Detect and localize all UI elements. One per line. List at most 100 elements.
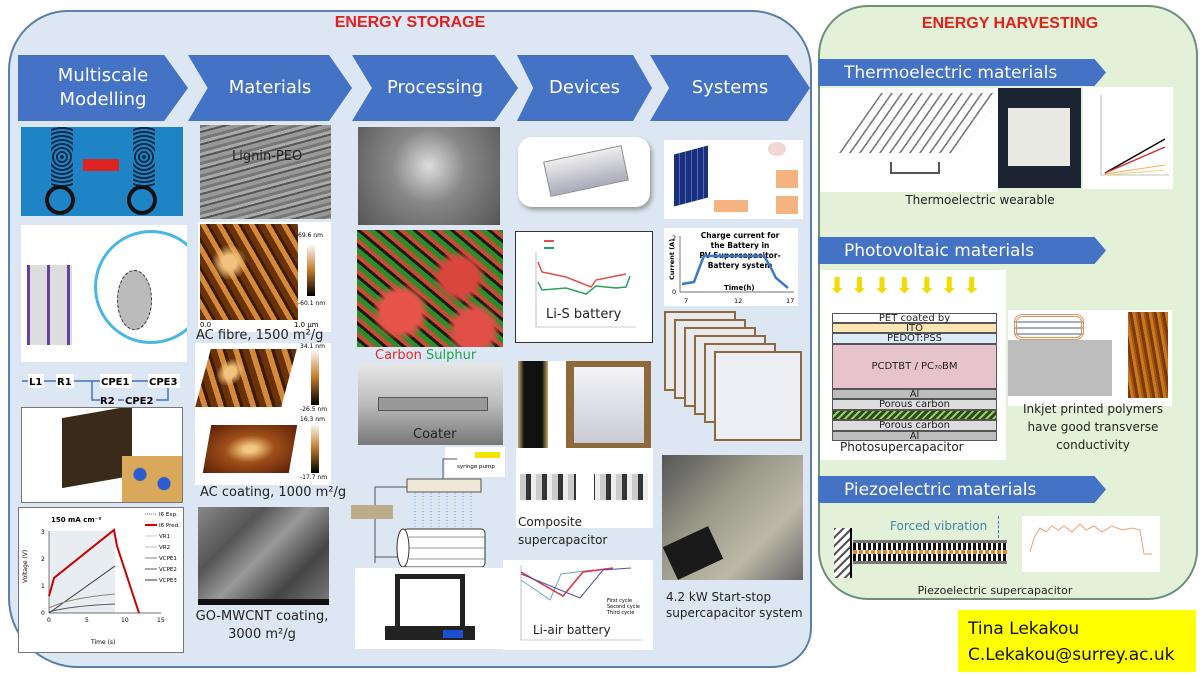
charge-current-chart: Charge current for the Battery in PV-Sup…	[664, 228, 798, 306]
3d-printer-photo	[355, 568, 503, 649]
composite-supercapacitor-diagram	[516, 448, 653, 528]
layer-porous-carbon-bottom: Porous carbon	[832, 420, 997, 431]
scale-top: 34.1 nm	[300, 343, 325, 350]
electrospinning-diagram: syringe pump	[351, 447, 505, 567]
go-mwcnt-caption-line2: 3000 m²/g	[228, 627, 296, 642]
go-mwcnt-sem-image	[198, 507, 329, 605]
layer-pet: PET coated by	[832, 313, 997, 324]
piezoelectric-caption: Piezoelectric supercapacitor	[917, 584, 1073, 597]
lignin-peo-sem-image: Lignin-PEO	[200, 125, 331, 219]
piezo-voltage-chart	[1022, 516, 1160, 572]
go-mwcnt-caption-line1: GO-MWCNT coating,	[195, 609, 329, 624]
li-air-battery-chart: First cycle Second cycle Third cycle Li-…	[503, 560, 653, 650]
layer-ito: ITO	[832, 323, 997, 334]
x-tick: 10	[121, 617, 129, 624]
energy-storage-title: ENERGY STORAGE	[334, 14, 486, 31]
legend-item: Third cycle	[606, 610, 634, 616]
inkjet-caption-line2: have good transverse	[1027, 420, 1159, 434]
li-air-caption: Li-air battery	[533, 623, 611, 637]
chart-legend: I6 Exp. I6 Pred. VR1 VR2 VCPE1 VCPE2 VCP…	[145, 512, 180, 584]
legend-item: I6 Pred.	[159, 523, 180, 529]
chart-title-line: Battery system	[708, 261, 773, 270]
scale-bottom: -60.1 nm	[298, 300, 326, 307]
ac-coating-afm-images: 34.1 nm -26.5 nm 16.3 nm -17.7 nm	[195, 343, 331, 485]
coater-label: Coater	[413, 427, 457, 442]
stage-systems: Systems	[650, 55, 810, 121]
contact-name: Tina Lekakou	[968, 619, 1080, 639]
legend-item: VCPE1	[159, 556, 177, 562]
y-tick: 2	[41, 556, 45, 563]
stage-multiscale-modelling: Multiscale Modelling	[18, 55, 188, 121]
layer-porous-carbon-top: Porous carbon	[832, 399, 997, 410]
scale-top: 69.6 nm	[298, 232, 323, 239]
layer-al-bottom: Al	[832, 431, 997, 442]
y-tick: 1	[41, 583, 45, 590]
thermoelectric-yarn-diagram	[820, 88, 998, 192]
circuit-r1: R1	[57, 377, 72, 388]
x-tick: 17	[786, 297, 794, 305]
stage-materials: Materials	[188, 55, 352, 121]
legend-item: Second cycle	[607, 604, 640, 610]
start-stop-system-photo	[662, 455, 803, 580]
thermoelectric-power-chart	[1083, 87, 1173, 189]
ac-coating-caption: AC coating, 1000 m²/g	[200, 485, 347, 500]
legend-item: First cycle	[607, 598, 632, 604]
inkjet-caption-line1: Inkjet printed polymers	[1023, 402, 1163, 416]
carbon-label: Carbon	[375, 348, 422, 363]
carbon-sulphur-caption: Carbon Sulphur	[375, 348, 476, 363]
legend-item: VCPE3	[159, 578, 177, 584]
x-tick: 5	[85, 617, 89, 624]
charge-stage-pore-diagram	[21, 225, 187, 362]
voltage-time-chart: 150 mA cm⁻² Voltage (V) Time (s) 0 5 10 …	[18, 507, 184, 653]
sunlight-arrows-icon: ⬇⬇⬇⬇⬇⬇⬇	[828, 274, 986, 299]
energy-harvesting-title: ENERGY HARVESTING	[921, 15, 1099, 32]
charge-current-series	[681, 254, 789, 289]
composite-caption-line2: supercapacitor	[518, 533, 608, 547]
x-axis-label: Time (s)	[90, 639, 115, 646]
system-caption-line1: 4.2 kW Start-stop	[666, 590, 772, 604]
circuit-r2: R2	[100, 396, 115, 406]
series-vcpe3	[48, 565, 116, 614]
circuit-cpe3: CPE3	[149, 377, 177, 388]
axis-start: 0.0	[200, 321, 212, 329]
contact-email[interactable]: C.Lekakou@surrey.ac.uk	[968, 645, 1175, 665]
layer-al-top: Al	[832, 389, 997, 400]
photovoltaic-banner: Photovoltaic materials	[818, 237, 1106, 264]
thermoelectric-caption: Thermoelectric wearable	[905, 193, 1055, 207]
y-tick: 3	[41, 529, 45, 536]
pv-system-diagram	[664, 140, 803, 219]
vibration-arrow-icon	[998, 516, 999, 538]
chart-title: 150 mA cm⁻²	[51, 516, 101, 524]
x-tick: 7	[684, 297, 688, 305]
y-axis-label: Current (A)	[668, 239, 676, 280]
inkjet-polymer-images	[1008, 310, 1172, 406]
cantilever-clamp	[834, 528, 852, 578]
x-axis-label: Time(h)	[724, 284, 755, 292]
inkjet-caption-line3: conductivity	[1056, 438, 1130, 452]
pouch-cell-photos	[518, 361, 651, 448]
y-axis-label: Voltage (V)	[22, 550, 29, 583]
equivalent-circuit: L1 R1 CPE1 CPE3 R2 CPE2	[22, 374, 180, 406]
chart-title-line: Charge current for	[701, 231, 780, 240]
series-vcpe1	[48, 593, 116, 609]
legend-item: I6 Exp.	[159, 512, 178, 518]
electrode-microstructure-image	[21, 407, 183, 503]
axis-end: 1.0 µm	[294, 321, 319, 329]
legend-item: VR1	[159, 534, 170, 540]
series-vcpe2	[48, 603, 116, 613]
piezoelectric-cantilever	[853, 540, 1007, 564]
device-cell-photo	[518, 137, 650, 207]
coater-photo: Coater	[358, 363, 503, 445]
series-i6-pred	[48, 528, 140, 614]
circuit-cpe1: CPE1	[101, 377, 129, 388]
forced-vibration-label: Forced vibration	[890, 519, 988, 533]
thermoelectric-banner: Thermoelectric materials	[818, 59, 1106, 86]
legend-item: VR2	[159, 545, 170, 551]
layer-pedot-pss: PEDOT:PSS	[832, 333, 997, 344]
legend-item: VCPE2	[159, 567, 177, 573]
sulphur-label: Sulphur	[425, 348, 477, 363]
layer-pcdtbt-pcbm: PCDTBT / PC₇₀BM	[832, 344, 997, 389]
stacked-pouch-cells-photo	[664, 311, 804, 441]
y-tick: 0	[41, 610, 45, 617]
layer-separator	[832, 410, 997, 420]
